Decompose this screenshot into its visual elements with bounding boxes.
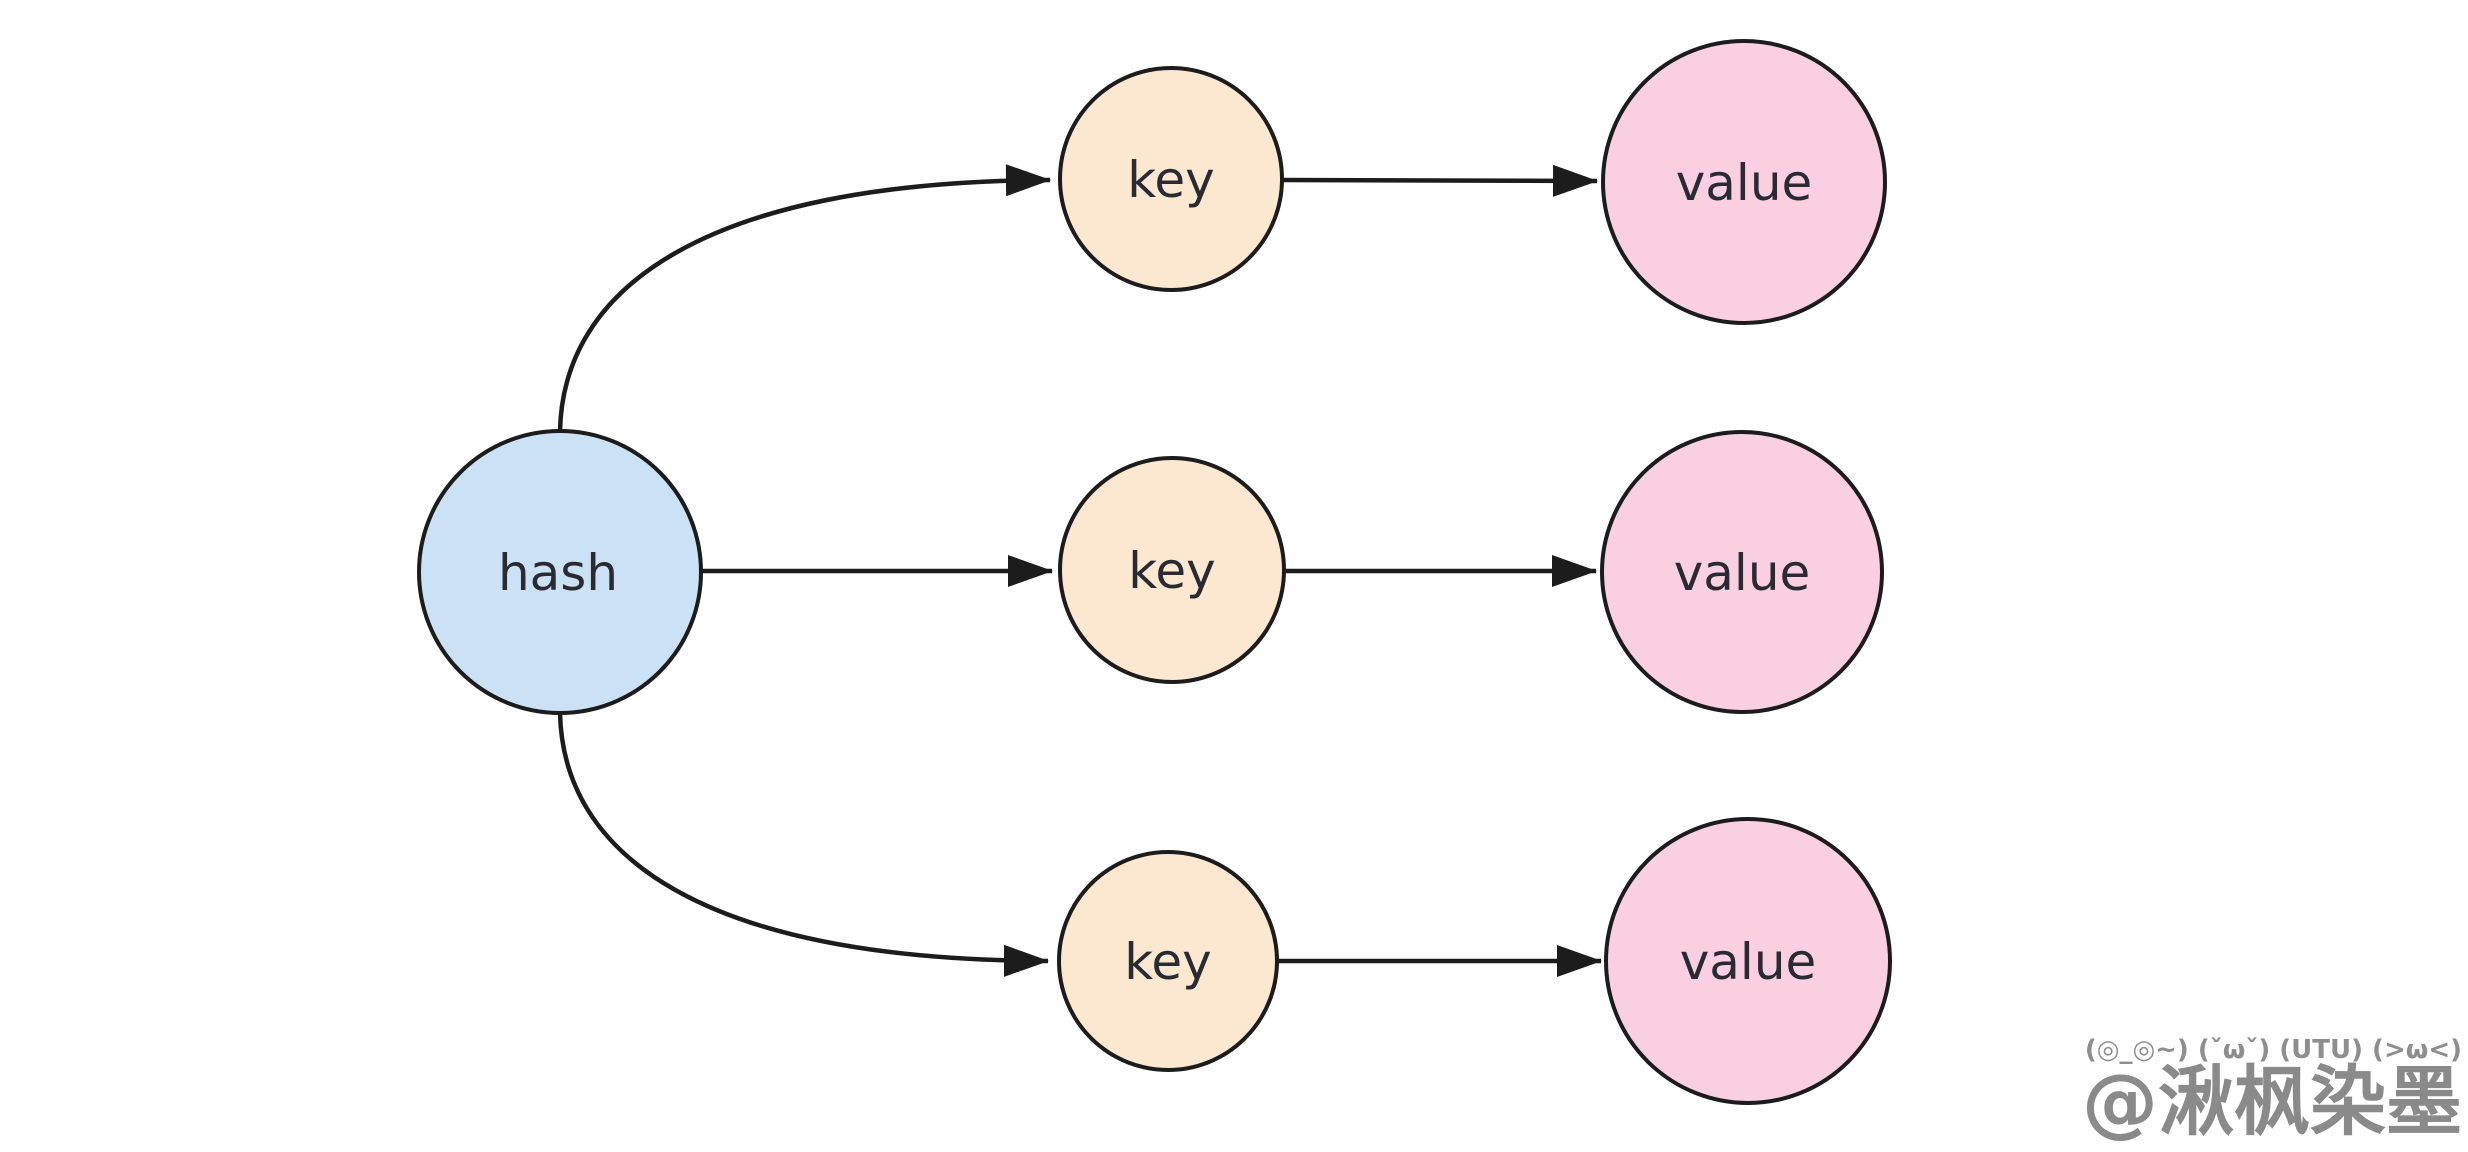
value3-node-label: value: [1680, 933, 1817, 991]
watermark-handle-text: @湫枫染墨: [2082, 1057, 2462, 1146]
value1-node-circle: [1601, 39, 1887, 325]
hash-node-label: hash: [498, 544, 618, 602]
key2-node-circle: [1058, 456, 1286, 684]
edge-hash-to-key1: [557, 164, 1051, 432]
edge-hash-to-key3: [557, 712, 1049, 977]
value2-node-label: value: [1674, 544, 1811, 602]
watermark: (◎_◎~) (ˇωˇ) (UTU) (>ω<) @湫枫染墨: [2082, 1035, 2462, 1146]
key1-node-label: key: [1127, 151, 1215, 209]
value1-node-label: value: [1676, 154, 1813, 212]
key3-node-circle: [1057, 850, 1279, 1072]
key1-node-circle: [1058, 66, 1284, 292]
value3-node-circle: [1604, 817, 1892, 1105]
edge-key1-to-value1: [1282, 164, 1598, 197]
hash-node-circle: [417, 429, 703, 715]
key2-node-label: key: [1128, 542, 1216, 600]
node-labels-group: hash key key key value value value: [498, 151, 1816, 991]
nodes-group: [417, 39, 1892, 1105]
value2-node-circle: [1600, 430, 1884, 714]
key3-node-label: key: [1124, 933, 1212, 991]
watermark-emoticons-text: (◎_◎~) (ˇωˇ) (UTU) (>ω<): [2085, 1035, 2462, 1065]
edges-group: [557, 164, 1602, 977]
